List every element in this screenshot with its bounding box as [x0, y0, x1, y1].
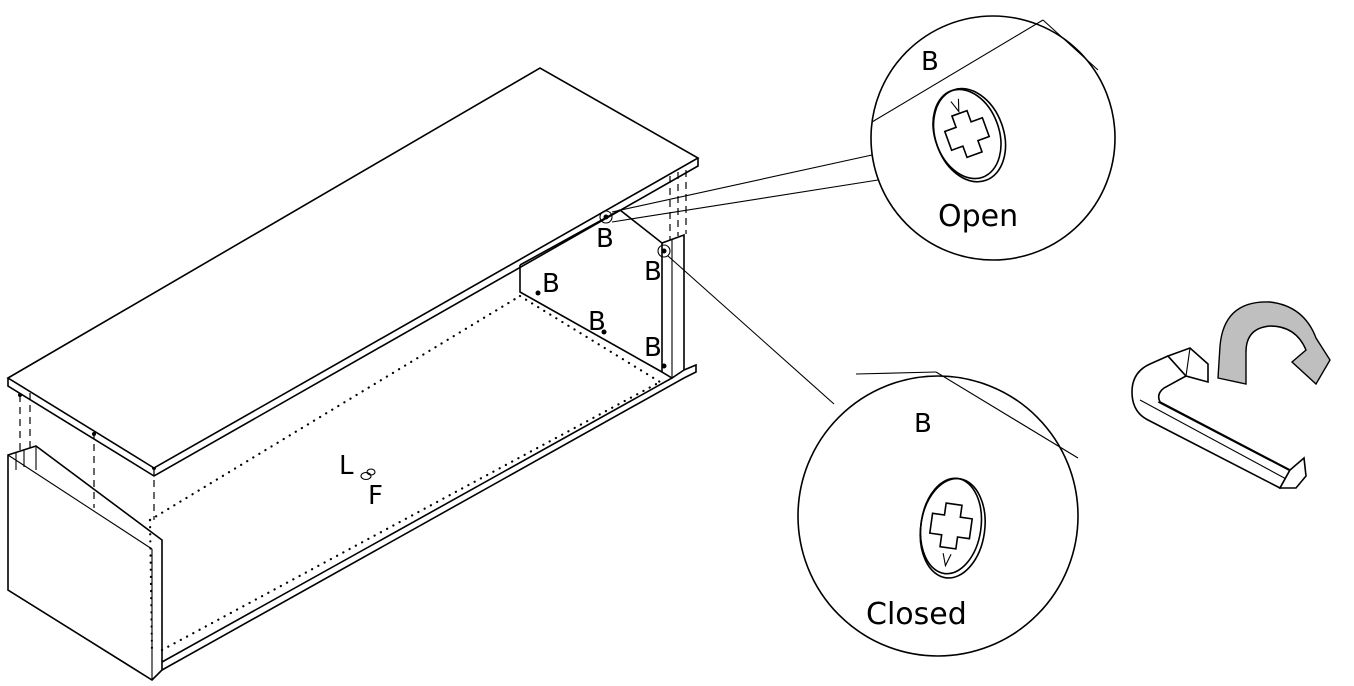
label-b-5: B	[644, 333, 662, 363]
label-b-2: B	[644, 257, 662, 287]
right-side-panel	[661, 233, 685, 379]
label-l: L	[339, 451, 354, 481]
label-b-4: B	[588, 307, 606, 337]
top-panel	[6, 67, 700, 477]
detail-closed: B Closed	[797, 371, 1079, 657]
cam-lock-icon	[932, 87, 1007, 183]
label-b-3: B	[542, 269, 560, 299]
cam-lock-icon	[919, 477, 986, 579]
detail-open-part-label: B	[921, 47, 939, 77]
detail-open-state-label: Open	[938, 199, 1018, 234]
label-f: F	[368, 481, 383, 511]
dotted-guide-line-1	[148, 294, 522, 522]
dotted-guide-line-2	[160, 380, 662, 652]
leader-line-open	[611, 154, 873, 213]
bottom-shelf-edge	[161, 363, 697, 671]
left-side-panel	[7, 445, 163, 682]
allen-key-icon	[1131, 347, 1307, 490]
cam-lock-markers	[360, 210, 671, 481]
label-b-1: B	[596, 224, 614, 254]
detail-open: B Open	[870, 15, 1116, 261]
back-panel-edge	[519, 265, 663, 373]
detail-closed-part-label: B	[914, 409, 932, 439]
leader-line-closed	[667, 255, 835, 405]
rotation-arrow-icon	[1217, 301, 1331, 386]
detail-closed-state-label: Closed	[866, 597, 967, 632]
